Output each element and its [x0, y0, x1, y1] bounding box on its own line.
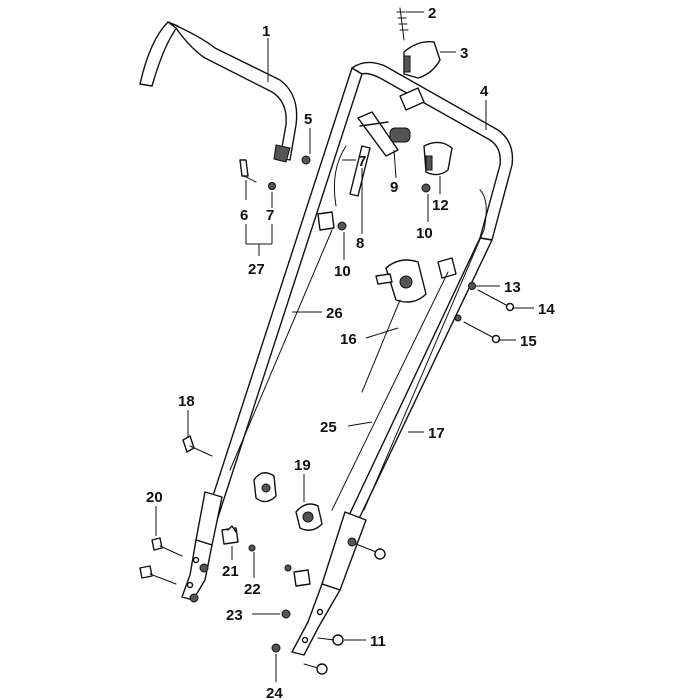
callout-8: 8: [356, 235, 364, 252]
part-10-nut-lower: [337, 221, 347, 231]
part-12-lower-cover: [423, 141, 453, 176]
callout-23: 23: [226, 607, 243, 624]
part-22-pin: [248, 544, 256, 552]
lower-handle-left: [181, 491, 223, 601]
callout-16: 16: [340, 331, 357, 348]
part-3-cover: [403, 41, 441, 79]
callout-15: 15: [520, 333, 537, 350]
callout-27: 27: [248, 261, 265, 278]
part-20-bolt: [139, 537, 209, 603]
lower-handle-right: [291, 511, 367, 656]
callout-10-upper: 10: [416, 225, 433, 242]
part-16-rod: [361, 299, 401, 393]
callout-14: 14: [538, 301, 555, 318]
lower-right-bolt-upper: [347, 537, 386, 560]
callout-7-upper: 7: [358, 153, 366, 170]
callout-20: 20: [146, 489, 163, 506]
part-11-bolt: [317, 634, 344, 646]
callout-7-left: 7: [266, 207, 274, 224]
callout-22: 22: [244, 581, 261, 598]
part-7-washer-left: [268, 182, 276, 190]
callout-19: 19: [294, 457, 311, 474]
part-15-bolt: [463, 321, 501, 344]
callout-12: 12: [432, 197, 449, 214]
callout-21: 21: [222, 563, 239, 580]
callout-24: 24: [266, 685, 283, 700]
callout-10-lower: 10: [334, 263, 351, 280]
part-5-nut: [301, 155, 311, 165]
part-17-cable: [363, 189, 487, 511]
part-11-bolt-lower: [303, 663, 328, 675]
callout-6: 6: [240, 207, 248, 224]
callout-3: 3: [460, 45, 468, 62]
callout-1: 1: [262, 23, 270, 40]
part-13-nut: [468, 282, 476, 290]
part-25-cable: [331, 271, 449, 511]
part-26-cable-left: [229, 229, 333, 471]
callout-2: 2: [428, 5, 436, 22]
part-16-control-box: [375, 257, 457, 303]
callout-17: 17: [428, 425, 445, 442]
callout-labels: 1 2 3 4 5 6 7 7 8 9 10 10 11 12 13 14 15…: [146, 5, 555, 700]
part-8-cable: [333, 145, 347, 207]
part-9-lever-spring: [349, 111, 411, 197]
part-6-pin: [239, 159, 257, 183]
callout-18: 18: [178, 393, 195, 410]
part-18-bolt: [182, 435, 213, 457]
part-21-clip: [221, 525, 239, 545]
callout-25: 25: [320, 419, 337, 436]
callout-5: 5: [304, 111, 312, 128]
upper-handle-frame: [196, 61, 514, 549]
callout-26: 26: [326, 305, 343, 322]
part-24-nut: [271, 643, 281, 653]
part-1-control-bail: [139, 21, 298, 163]
part-15-washer: [454, 314, 462, 322]
callout-11: 11: [370, 633, 386, 650]
cable-clip-left: [317, 211, 335, 231]
callout-13: 13: [504, 279, 521, 296]
part-14-bolt: [477, 289, 515, 312]
part-19-knob: [295, 503, 323, 531]
right-lower-clip: [284, 564, 311, 587]
part-2-screw: [396, 7, 409, 41]
part-10-nut-upper: [421, 183, 431, 193]
callout-9: 9: [390, 179, 398, 196]
part-23-nut: [281, 609, 291, 619]
callout-4: 4: [480, 83, 489, 100]
leader-lines: [155, 11, 534, 682]
handle-knob-left: [253, 472, 277, 503]
